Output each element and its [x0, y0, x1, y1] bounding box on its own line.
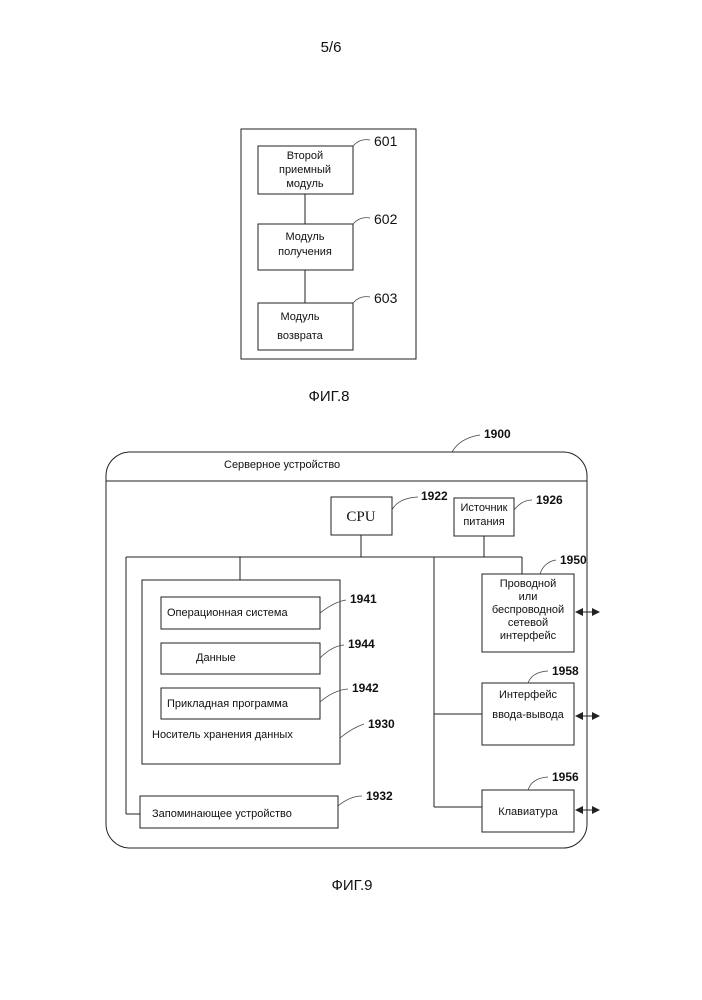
ref-1932: 1932 — [366, 789, 393, 803]
ref-1944: 1944 — [348, 637, 375, 651]
fig8-block-601-line1: Второй — [287, 150, 323, 162]
power-line2: питания — [463, 516, 504, 528]
ref-1900: 1900 — [484, 427, 511, 441]
ref-1926: 1926 — [536, 493, 563, 507]
network-line3: беспроводной — [492, 604, 564, 616]
fig8-block-603-line2: возврата — [277, 330, 324, 342]
page-number: 5/6 — [321, 39, 342, 56]
network-line1: Проводной — [500, 578, 557, 590]
fig8-diagram: Второй приемный модуль 601 Модуль получе… — [241, 129, 416, 359]
fig8-block-603-line1: Модуль — [281, 311, 320, 323]
storage-medium-label: Носитель хранения данных — [152, 729, 293, 741]
fig8-block-602-line2: получения — [278, 246, 332, 258]
ref-1956: 1956 — [552, 770, 579, 784]
server-device-title: Серверное устройство — [224, 459, 340, 471]
data-block — [161, 643, 320, 674]
fig8-ref-602: 602 — [374, 211, 398, 227]
fig8-block-601-line2: приемный — [279, 164, 331, 176]
cpu-label: CPU — [346, 509, 375, 525]
fig8-ref-603: 603 — [374, 290, 398, 306]
fig8-ref-601: 601 — [374, 133, 398, 149]
fig8-caption: ФИГ.8 — [309, 388, 350, 405]
ref-1958: 1958 — [552, 664, 579, 678]
fig9-diagram: Серверное устройство 1900 CPU 1922 Источ… — [106, 427, 599, 848]
leader-1900 — [452, 435, 480, 452]
os-label: Операционная система — [167, 607, 288, 619]
fig8-block-602-line1: Модуль — [286, 231, 325, 243]
ref-1941: 1941 — [350, 592, 377, 606]
ref-1922: 1922 — [421, 489, 448, 503]
fig8-block-601-line3: модуль — [286, 178, 324, 190]
network-line5: интерфейс — [500, 630, 557, 642]
app-label: Прикладная программа — [167, 698, 289, 710]
keyboard-label: Клавиатура — [498, 806, 558, 818]
fig9-caption: ФИГ.9 — [332, 877, 373, 894]
data-label: Данные — [196, 652, 236, 664]
io-line1: Интерфейс — [499, 689, 557, 701]
network-line4: сетевой — [508, 617, 548, 629]
power-line1: Источник — [461, 502, 508, 514]
io-line2: ввода-вывода — [492, 709, 564, 721]
ref-1942: 1942 — [352, 681, 379, 695]
network-line2: или — [519, 591, 538, 603]
ref-1930: 1930 — [368, 717, 395, 731]
memory-label: Запоминающее устройство — [152, 808, 292, 820]
ref-1950: 1950 — [560, 553, 587, 567]
